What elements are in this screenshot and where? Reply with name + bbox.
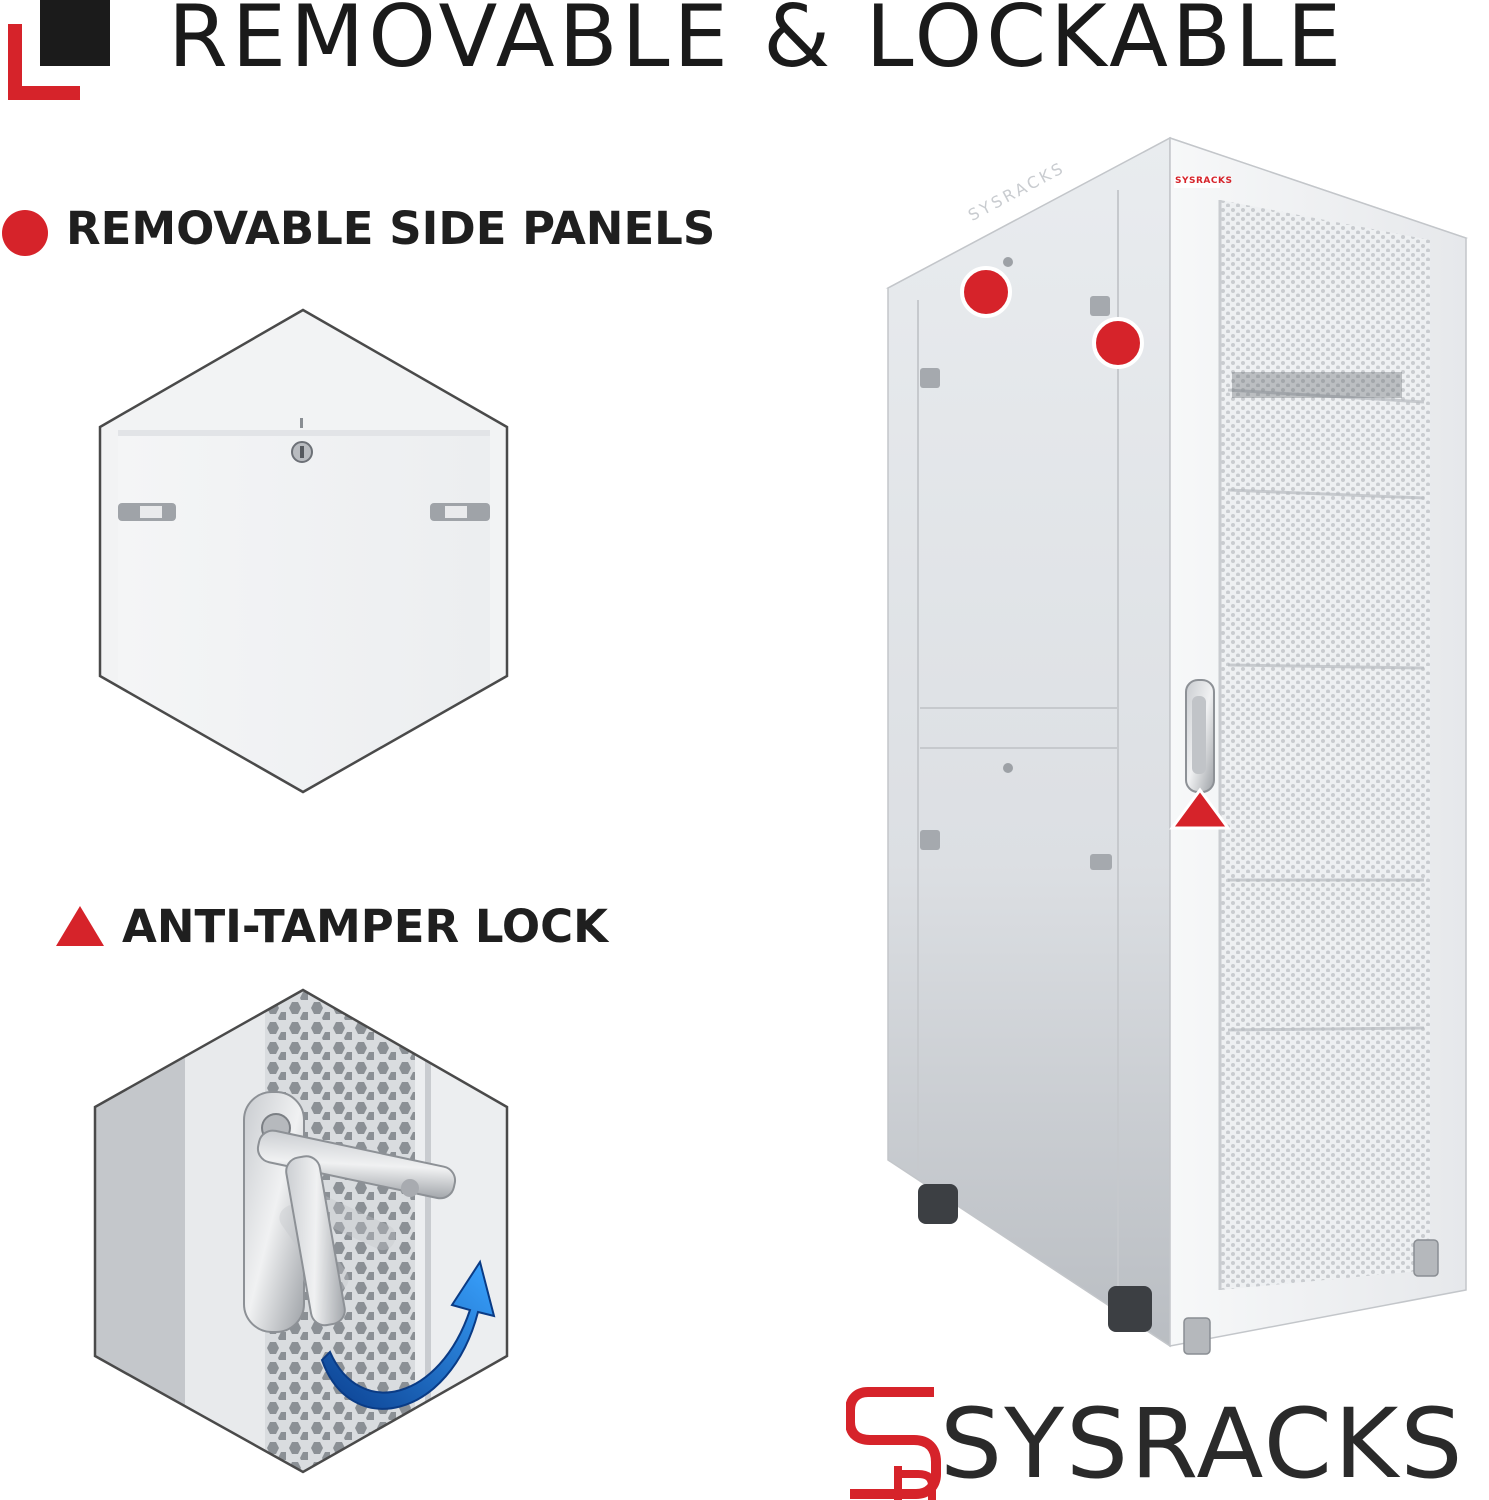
feature-label-anti-tamper: ANTI-TAMPER LOCK: [122, 900, 609, 953]
curved-arrow-icon: [320, 1259, 496, 1410]
brand-logo-mark: [846, 1386, 942, 1500]
sysracks-s-logo-icon: [846, 1387, 941, 1500]
brand-name: SYSRACKS: [940, 1388, 1465, 1500]
side-panel-emboss: SYSRACKS: [965, 157, 1069, 225]
cabinet-badge: SYSRACKS: [1175, 176, 1233, 186]
triangle-marker-icon: [56, 906, 104, 946]
corner-squares-logo-icon: [8, 0, 110, 100]
header-logo-mark: [8, 0, 112, 102]
circle-marker-icon: [2, 210, 48, 256]
feature-label-side-panels: REMOVABLE SIDE PANELS: [66, 202, 716, 255]
page-title: REMOVABLE & LOCKABLE: [168, 0, 1346, 87]
